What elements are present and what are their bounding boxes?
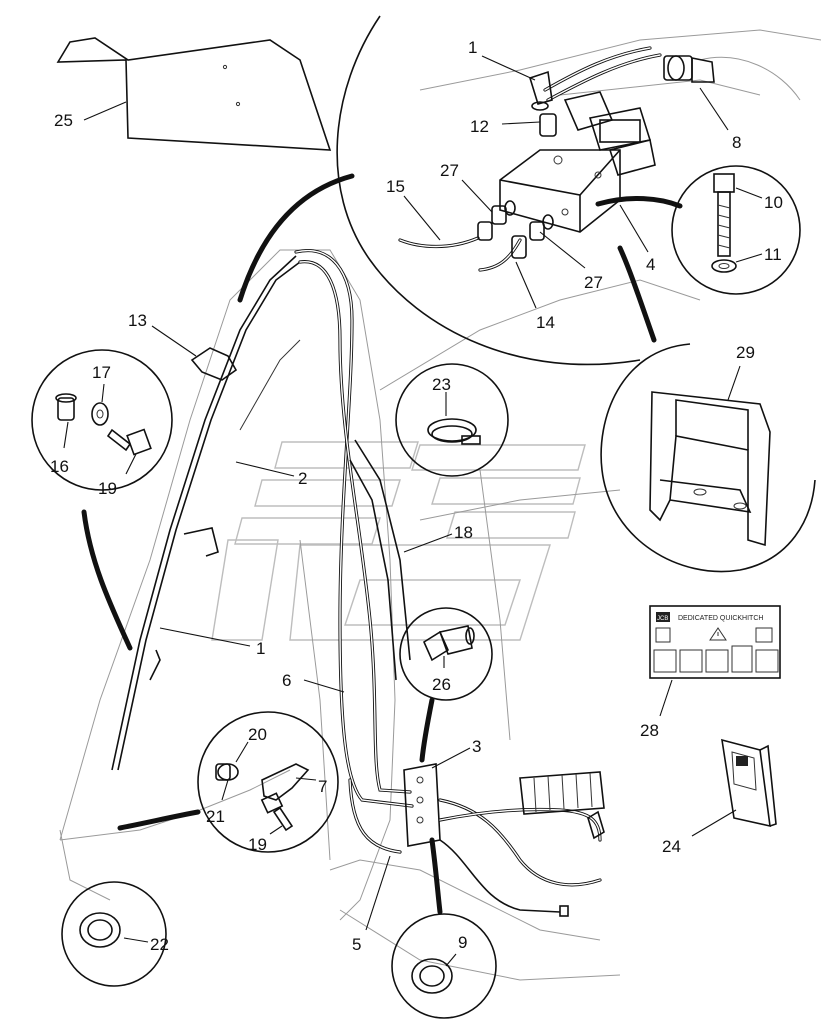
- detail-circle-bolt: 10 11: [671, 165, 801, 295]
- part-number-19-bottom: 19: [248, 835, 267, 854]
- detail-circle-valve: 1 8 12 27 15 4 27 14: [336, 15, 821, 366]
- part-number-15: 15: [386, 177, 405, 196]
- part-number-29: 29: [736, 343, 755, 362]
- part-number-12: 12: [470, 117, 489, 136]
- part-number-28: 28: [640, 721, 659, 740]
- detail-circle-bushing: 17 16 19: [31, 349, 173, 498]
- detail-circle-clip: 23: [395, 363, 509, 477]
- part-1-pipe-assembly: 1 13 2: [111, 255, 307, 771]
- detail-connector-sweeps: [81, 173, 683, 915]
- detail-circle-bracket: 29: [600, 343, 816, 573]
- part-number-25: 25: [54, 111, 73, 130]
- part-number-23: 23: [432, 375, 451, 394]
- part-number-13: 13: [128, 311, 147, 330]
- part-number-5: 5: [352, 935, 361, 954]
- part-number-21: 21: [206, 807, 225, 826]
- part-number-26: 26: [432, 675, 451, 694]
- hose-assemblies: 18 6 5: [282, 249, 473, 954]
- part-number-22: 22: [150, 935, 169, 954]
- part-28-decal: JCB DEDICATED QUICKHITCH 28: [640, 605, 781, 740]
- part-25-panel: 25: [54, 37, 332, 151]
- part-number-20: 20: [248, 725, 267, 744]
- part-number-4: 4: [646, 255, 655, 274]
- part-number-1-top: 1: [468, 38, 477, 57]
- part-number-2: 2: [298, 469, 307, 488]
- warning-triangle-icon: [709, 627, 727, 641]
- part-3-manifold: 3: [403, 737, 605, 917]
- part-number-18: 18: [454, 523, 473, 542]
- part-number-16: 16: [50, 457, 69, 476]
- part-number-3: 3: [472, 737, 481, 756]
- watermark-logo: [211, 441, 586, 641]
- part-number-6: 6: [282, 671, 291, 690]
- part-number-1-mid: 1: [256, 639, 265, 658]
- part-number-27-upper: 27: [440, 161, 459, 180]
- decal-logo-mark: [656, 612, 670, 622]
- part-number-24: 24: [662, 837, 681, 856]
- detail-circle-coupling: 26: [399, 607, 493, 701]
- detail-circle-clamp: 20 21 7 19: [197, 711, 339, 854]
- part-number-9: 9: [458, 933, 467, 952]
- decal-logo: JCB: [657, 616, 668, 622]
- part-number-14: 14: [536, 313, 555, 332]
- part-number-27-lower: 27: [584, 273, 603, 292]
- part-number-7: 7: [318, 777, 327, 796]
- machine-outline: [59, 249, 701, 981]
- part-number-17: 17: [92, 363, 111, 382]
- part-24-manual: 24: [662, 738, 777, 856]
- detail-circle-grommet-22: 22: [61, 881, 169, 987]
- detail-circle-grommet-9: 9: [391, 913, 497, 1019]
- manual-logo-mark: [736, 756, 748, 766]
- part-number-10: 10: [764, 193, 783, 212]
- decal-title: DEDICATED QUICKHITCH: [678, 615, 763, 622]
- part-number-11: 11: [764, 245, 782, 264]
- part-number-19-left: 19: [98, 479, 117, 498]
- part-number-8: 8: [732, 133, 741, 152]
